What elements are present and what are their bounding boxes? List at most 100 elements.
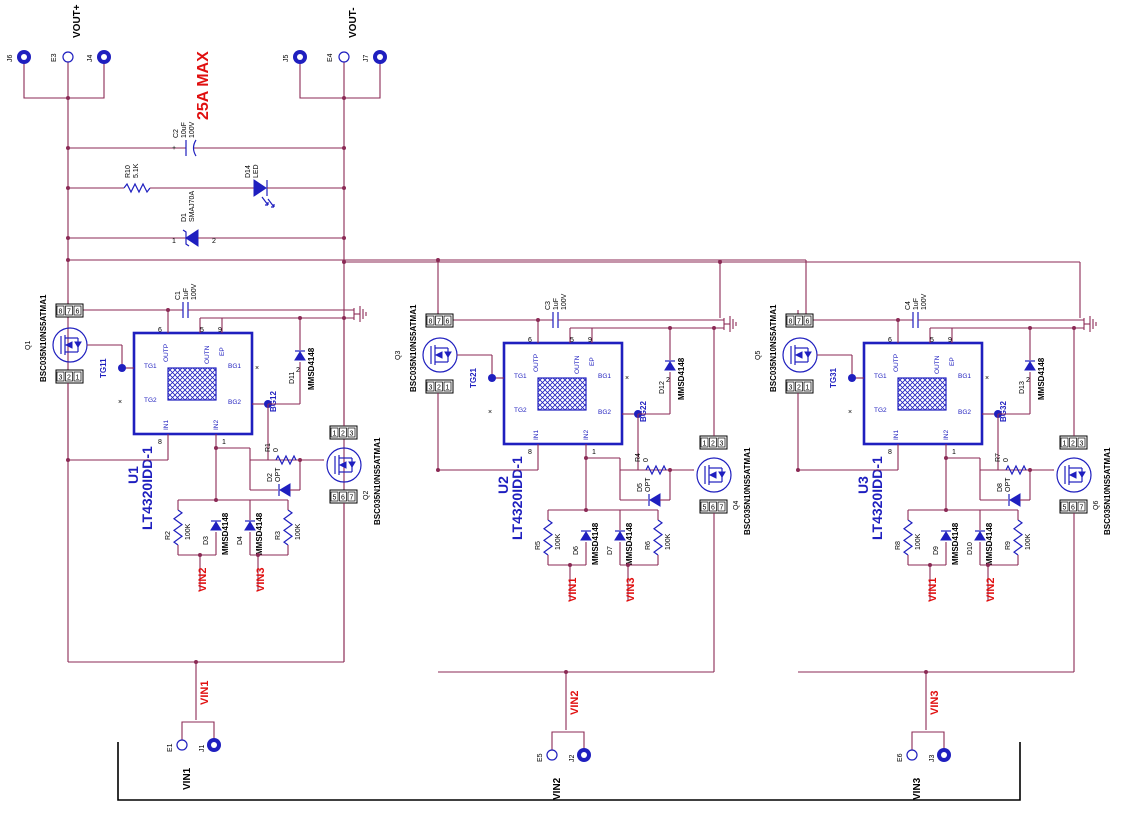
input-name-label: VIN1: [182, 767, 193, 790]
opt-resistor-value: 0: [643, 458, 650, 462]
output-section: J6 E3 J4 VOUT+ J5 E4 J7 VOUT- 25A MAX + …: [7, 4, 1081, 662]
opt-diode-value: OPT: [645, 477, 652, 492]
ra-value: 100K: [185, 523, 192, 540]
pin-bg2: BG2: [598, 409, 611, 416]
pin-num-6: 6: [888, 337, 892, 344]
chip-part-number: LT4320IDD-1: [869, 456, 885, 540]
svg-text:2: 2: [212, 238, 216, 245]
c2-value2: 100V: [189, 121, 196, 138]
svg-text:5: 5: [703, 505, 707, 512]
opt-resistor-label: R1: [265, 443, 272, 452]
ra-label: R5: [535, 541, 542, 550]
cap-label: C1: [175, 291, 182, 300]
chip-designator: U3: [855, 476, 871, 494]
ra-value: 100K: [915, 533, 922, 550]
opt-resistor-value: 0: [1003, 458, 1010, 462]
input-terminal-label: E6: [897, 753, 904, 762]
opt-diode-label: D8: [997, 483, 1004, 492]
pin-bg1: BG1: [598, 373, 611, 380]
e4-terminal-icon[interactable]: [338, 51, 350, 63]
no-connect-icon-2: ×: [625, 375, 629, 382]
vin-a-label: VIN1: [927, 578, 939, 602]
da-part: MMSD4148: [221, 512, 230, 555]
d1-tvs-icon: [185, 229, 199, 247]
q-bot-part: BSC035N10NS5ATMA1: [743, 447, 752, 535]
j6-label: J6: [7, 55, 14, 63]
no-connect-icon: ×: [118, 399, 122, 406]
input-terminal-icon[interactable]: [546, 749, 558, 761]
chip-part-number: LT4320IDD-1: [509, 456, 525, 540]
opt-resistor-value: 0: [273, 448, 280, 452]
d1-label: D1: [181, 213, 188, 222]
vin-b-label: VIN3: [625, 578, 637, 602]
pin-num-1: 1: [952, 449, 956, 456]
svg-text:5: 5: [333, 495, 337, 502]
pin-bg2: BG2: [958, 409, 971, 416]
exposed-pad-icon: [897, 377, 947, 411]
pin-bg1: BG1: [228, 363, 241, 370]
vin-b-label: VIN2: [985, 578, 997, 602]
svg-text:7: 7: [720, 505, 724, 512]
ra-value: 100K: [555, 533, 562, 550]
q-bot-label: Q6: [1093, 501, 1100, 510]
ra-label: R2: [165, 531, 172, 540]
pin-num-1: 1: [222, 439, 226, 446]
db-label: D7: [607, 546, 614, 555]
ra-resistor-icon: [542, 519, 554, 556]
r10-label: R10: [125, 165, 132, 178]
cap-value1: 1uF: [913, 298, 920, 310]
q-bot-part: BSC035N10NS5ATMA1: [1103, 447, 1112, 535]
rb-value: 100K: [295, 523, 302, 540]
cap-label: C3: [545, 301, 552, 310]
bg-diode-label: D13: [1019, 381, 1026, 394]
svg-text:3: 3: [720, 441, 724, 448]
tg-testpoint-label: TG31: [829, 367, 838, 388]
pin-num-9: 9: [948, 337, 952, 344]
pin-ep: EP: [219, 347, 226, 356]
pin-bg1: BG1: [958, 373, 971, 380]
bg-diode-label: D11: [289, 372, 296, 384]
pin-in2: IN2: [213, 420, 220, 431]
da-label: D6: [573, 546, 580, 555]
cap-value1: 1uF: [183, 288, 190, 300]
svg-text:6: 6: [711, 505, 715, 512]
input-terminal-icon[interactable]: [906, 749, 918, 761]
svg-text:2: 2: [341, 431, 345, 438]
tg-testpoint-icon[interactable]: [848, 374, 856, 382]
svg-text:3: 3: [350, 431, 354, 438]
tg-testpoint-icon[interactable]: [118, 364, 126, 372]
tg-testpoint-icon[interactable]: [488, 374, 496, 382]
d14-led-icon: [253, 179, 267, 197]
svg-text:7: 7: [1080, 505, 1084, 512]
rb-label: R6: [645, 541, 652, 550]
opt-resistor-icon: [1005, 464, 1027, 476]
pin-num-9: 9: [588, 337, 592, 344]
exposed-pad-icon: [537, 377, 587, 411]
svg-text:2: 2: [437, 385, 441, 392]
q-bot-label: Q4: [733, 501, 740, 510]
tg-testpoint-label: TG11: [99, 358, 108, 378]
no-connect-icon: ×: [488, 409, 492, 416]
q-top-mosfet-icon: [422, 337, 458, 373]
input-name-label: VIN2: [552, 777, 563, 800]
pin-num-1: 1: [592, 449, 596, 456]
ground-icon: [353, 306, 367, 322]
e3-terminal-icon[interactable]: [62, 51, 74, 63]
tg-testpoint-label: TG21: [469, 367, 478, 388]
chip-designator: U2: [495, 476, 511, 494]
input-terminal-icon[interactable]: [176, 739, 188, 751]
pin-num-8: 8: [158, 439, 162, 446]
svg-text:2: 2: [1071, 441, 1075, 448]
pin-num-5: 5: [930, 337, 934, 344]
bg-diode-icon: [664, 360, 676, 371]
ra-label: R8: [895, 541, 902, 550]
bg-diode-part: MMSD4148: [677, 357, 686, 400]
